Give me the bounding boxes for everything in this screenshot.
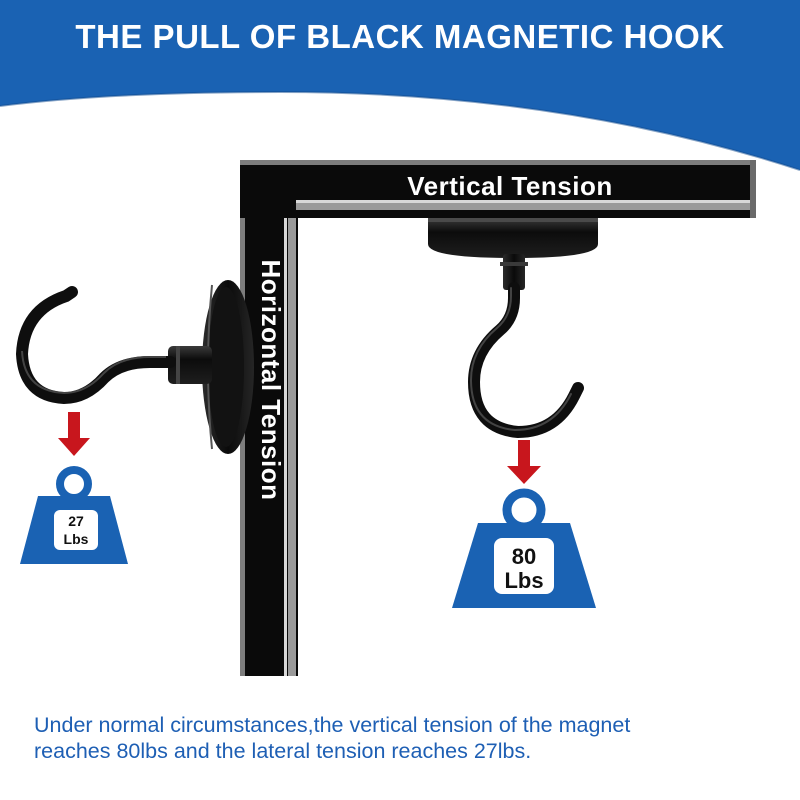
- horizontal-hook-icon: [15, 286, 176, 405]
- right-weight: 80 Lbs: [452, 488, 596, 608]
- left-weight: 27 Lbs: [20, 466, 128, 564]
- horizontal-magnet: [168, 280, 254, 454]
- vertical-magnet: [428, 218, 598, 290]
- right-down-arrow-icon: [507, 440, 541, 484]
- right-weight-unit: Lbs: [504, 568, 543, 593]
- left-weight-value: 27: [68, 513, 84, 529]
- left-down-arrow-icon: [58, 412, 90, 456]
- right-weight-value: 80: [512, 544, 536, 569]
- caption-line-1: Under normal circumstances,the vertical …: [34, 713, 631, 737]
- header-band: [0, 0, 800, 170]
- description-caption: Under normal circumstances,the vertical …: [34, 712, 774, 764]
- vertical-hook-icon: [467, 282, 584, 439]
- caption-line-2: reaches 80lbs and the lateral tension re…: [34, 739, 532, 763]
- horizontal-tension-label: Horizontal Tension: [256, 259, 286, 500]
- left-weight-unit: Lbs: [64, 531, 89, 547]
- horizontal-steel-bar: [240, 160, 756, 218]
- vertical-tension-label: Vertical Tension: [407, 171, 612, 201]
- page-title: THE PULL OF BLACK MAGNETIC HOOK: [75, 18, 725, 55]
